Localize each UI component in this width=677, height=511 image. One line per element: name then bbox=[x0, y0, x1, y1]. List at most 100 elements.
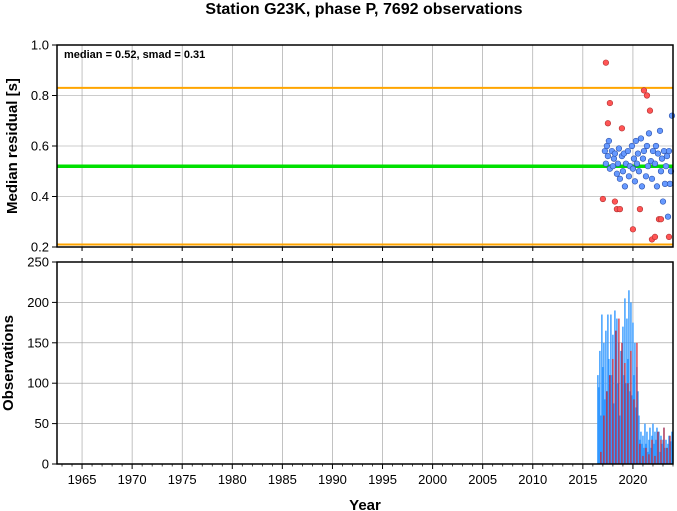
residual-y-tick-label: 0.4 bbox=[31, 189, 49, 204]
x-tick-label: 1965 bbox=[68, 472, 97, 487]
x-tick-label: 1980 bbox=[218, 472, 247, 487]
residual-point bbox=[634, 150, 642, 157]
outlier-observations-bar bbox=[669, 435, 671, 464]
x-tick-label: 1995 bbox=[368, 472, 397, 487]
residual-point bbox=[625, 173, 633, 180]
observations-bar bbox=[664, 447, 666, 464]
observations-bar bbox=[599, 350, 601, 464]
outlier-observations-bar bbox=[618, 318, 620, 464]
observations-bar bbox=[637, 391, 639, 464]
outlier-point bbox=[636, 206, 644, 213]
residual-x-ticks bbox=[81, 247, 634, 251]
outlier-observations-bar bbox=[609, 375, 611, 464]
x-tick-label: 1985 bbox=[268, 472, 297, 487]
median-smad-annotation: median = 0.52, smad = 0.31 bbox=[64, 49, 205, 61]
outlier-observations-bar bbox=[615, 330, 617, 464]
residual-point bbox=[619, 168, 627, 175]
residual-point bbox=[602, 160, 609, 167]
observations-y-tick-label: 200 bbox=[27, 295, 49, 310]
outlier-point bbox=[640, 87, 648, 94]
observations-bar bbox=[643, 447, 645, 464]
observations-bar bbox=[601, 314, 603, 464]
outlier-observations-bar bbox=[663, 427, 665, 464]
outlier-observations-bar bbox=[627, 383, 629, 464]
observations-bar bbox=[646, 431, 648, 464]
observations-bar bbox=[631, 395, 633, 464]
x-tick-label: 2010 bbox=[518, 472, 547, 487]
observations-bar bbox=[608, 358, 610, 464]
residual-point bbox=[611, 150, 619, 157]
outlier-observations-bar bbox=[639, 443, 641, 464]
residual-point bbox=[604, 153, 611, 160]
outlier-observations-bar bbox=[624, 363, 626, 464]
observations-bar bbox=[614, 310, 616, 464]
observations-bar bbox=[652, 423, 654, 464]
figure-title: Station G23K, phase P, 7692 observations bbox=[205, 1, 522, 18]
residual-point bbox=[665, 147, 673, 155]
residual-point bbox=[643, 142, 651, 150]
observations-bar bbox=[616, 318, 618, 464]
observations-bar bbox=[632, 322, 634, 464]
observations-bar bbox=[662, 439, 664, 464]
observations-y-tick-label: 100 bbox=[27, 376, 49, 391]
outlier-observations-bar bbox=[651, 439, 653, 464]
residual-point bbox=[629, 165, 637, 172]
outlier-observations-bar bbox=[660, 439, 662, 464]
outlier-observations-bar bbox=[606, 391, 608, 464]
residual-point bbox=[649, 147, 657, 155]
observations-bar bbox=[625, 383, 627, 464]
residual-point bbox=[662, 163, 670, 170]
outlier-observations-bar bbox=[612, 358, 614, 464]
outlier-observations-bar bbox=[654, 455, 656, 464]
residual-point bbox=[630, 155, 638, 162]
observations-bar bbox=[641, 443, 643, 464]
observations-bar bbox=[671, 431, 673, 464]
residual-point bbox=[628, 142, 636, 150]
observations-plot-frame bbox=[56, 261, 674, 465]
observations-y-tick-label: 0 bbox=[42, 457, 49, 472]
observations-bar bbox=[604, 399, 606, 464]
residual-point bbox=[610, 155, 618, 162]
residual-y-tick-label: 0.6 bbox=[31, 139, 49, 154]
x-tick-label: 2020 bbox=[618, 472, 647, 487]
observations-bar bbox=[638, 415, 640, 464]
observations-bar bbox=[605, 330, 607, 464]
observations-bar bbox=[670, 441, 672, 464]
residual-point bbox=[648, 175, 656, 182]
outlier-point bbox=[665, 233, 673, 240]
observations-bar bbox=[640, 431, 642, 464]
residual-point bbox=[658, 155, 666, 162]
observations-y-tick-label: 150 bbox=[27, 335, 49, 350]
outlier-observations-bar bbox=[603, 415, 605, 464]
outlier-point bbox=[599, 195, 606, 203]
residual-point bbox=[668, 112, 676, 119]
outlier-point bbox=[618, 125, 626, 132]
residual-point bbox=[633, 160, 641, 167]
observations-bar bbox=[603, 342, 605, 464]
residual-point bbox=[645, 130, 653, 137]
observations-bar bbox=[613, 403, 615, 464]
residual-point bbox=[644, 163, 652, 170]
residual-point bbox=[635, 168, 643, 175]
observations-bar bbox=[650, 447, 652, 464]
observations-bar bbox=[635, 407, 637, 464]
x-tick-label: 1975 bbox=[168, 472, 197, 487]
residual-point bbox=[637, 135, 645, 142]
x-tick-label: 1990 bbox=[318, 472, 347, 487]
observations-bar bbox=[629, 391, 631, 464]
residual-point bbox=[616, 175, 624, 182]
x-tick-label: 2015 bbox=[568, 472, 597, 487]
residual-point bbox=[605, 137, 612, 145]
residual-point bbox=[664, 213, 672, 220]
observations-bar bbox=[617, 383, 619, 464]
outlier-observations-bar bbox=[648, 454, 650, 464]
observations-bar bbox=[611, 375, 613, 464]
residual-point bbox=[632, 137, 640, 145]
observations-bar bbox=[647, 451, 649, 464]
residual-point bbox=[640, 147, 648, 155]
outlier-observations-bar bbox=[633, 399, 635, 464]
outlier-point bbox=[604, 120, 611, 127]
residual-y-tick-label: 0.8 bbox=[31, 88, 49, 103]
